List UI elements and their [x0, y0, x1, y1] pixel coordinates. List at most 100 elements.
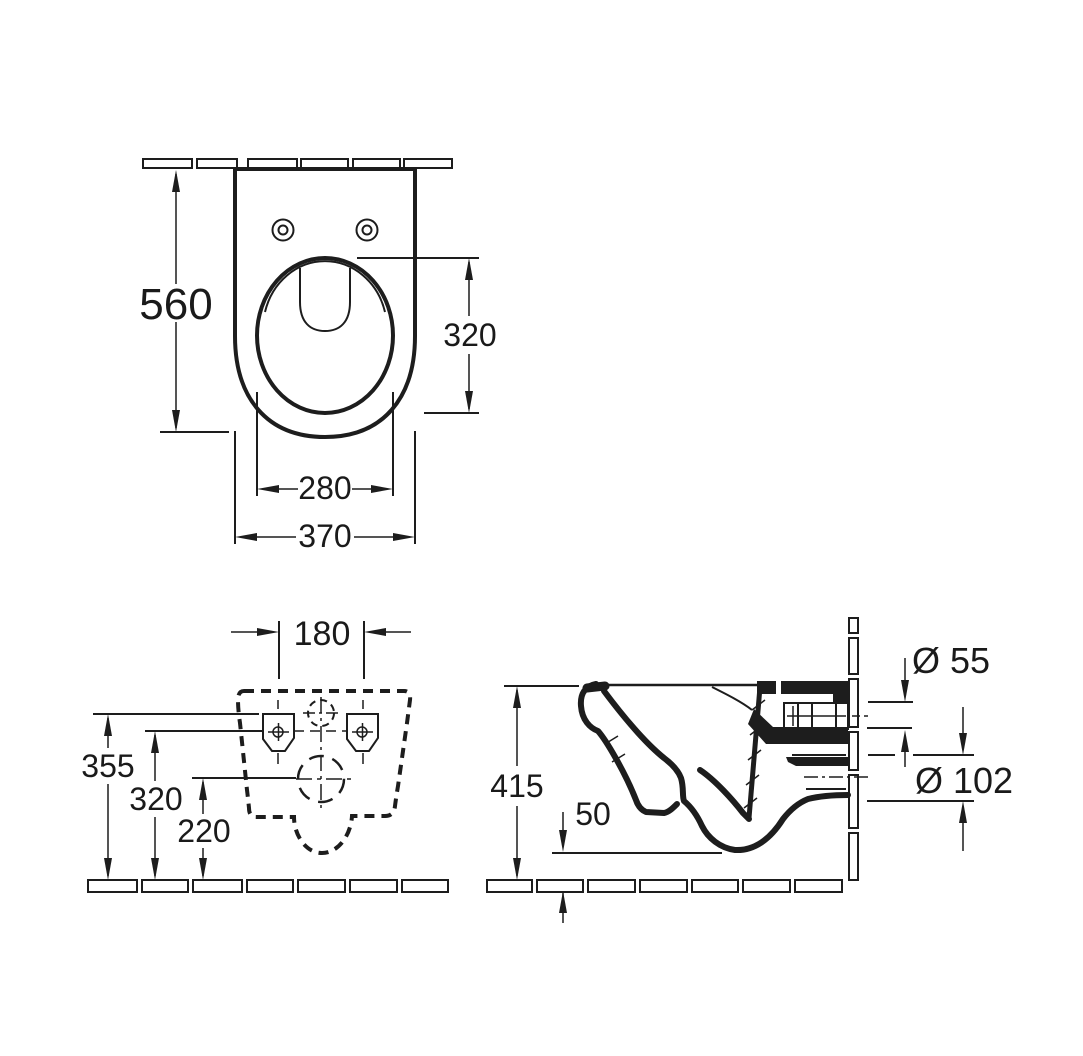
- fixing-hole-center: [277, 224, 289, 236]
- wall-segment: [848, 678, 859, 728]
- dim-label-rim-height: 415: [490, 768, 543, 804]
- arrowhead-down: [199, 858, 207, 880]
- arrowhead-up: [559, 891, 567, 913]
- tile: [587, 879, 636, 893]
- inlet-anchor-block: [833, 694, 848, 704]
- rear-view: 180 355 320 220: [81, 615, 449, 893]
- dim-180: 180: [231, 615, 411, 679]
- wall-strip: [848, 617, 859, 881]
- wall-segment: [848, 637, 859, 675]
- dim-560: 560: [139, 170, 229, 433]
- arrowhead-down: [959, 733, 967, 755]
- extension-line: [256, 392, 394, 496]
- dim-label-hole-top-height: 355: [81, 748, 134, 784]
- dim-inlet-diameter: Ø 55: [867, 640, 990, 767]
- bowl-outline: [255, 256, 395, 415]
- rear-silhouette-dashed: [235, 689, 413, 856]
- tile: [196, 158, 238, 169]
- fixing-plate: [262, 713, 295, 752]
- bowl-inner-rim: [264, 260, 386, 313]
- tile: [403, 158, 453, 169]
- tile: [87, 879, 138, 893]
- tile: [401, 879, 449, 893]
- arrowhead-right: [257, 628, 279, 636]
- outlet-top-wall: [786, 757, 850, 766]
- arrowhead-right: [371, 485, 393, 493]
- tile: [142, 158, 193, 169]
- inlet-socket-outline: [783, 702, 849, 730]
- fixing-plate: [346, 713, 379, 752]
- tile: [691, 879, 739, 893]
- fixing-hole-right: [346, 700, 379, 764]
- wall-segment: [848, 774, 859, 829]
- arrowhead-up: [959, 801, 967, 823]
- rim-bar-joint: [776, 679, 781, 696]
- tile: [536, 879, 584, 893]
- arrowhead-up: [172, 170, 180, 192]
- extension-line: [357, 257, 479, 414]
- inlet-socket: [783, 702, 868, 730]
- arrowhead-up: [104, 714, 112, 736]
- dim-label-hole-spacing: 180: [294, 615, 351, 653]
- floor-tiles-side: [486, 879, 843, 893]
- arrowhead-up: [465, 258, 473, 280]
- seat-fixing-holes: [271, 218, 379, 242]
- dim-415: 415: [490, 685, 579, 880]
- arrowhead-right: [393, 533, 415, 541]
- inlet-bottom-wall: [748, 709, 848, 744]
- tile: [352, 158, 401, 169]
- dim-370: 370: [234, 431, 416, 554]
- drain-outlet-mark: [296, 754, 353, 804]
- tile: [486, 879, 533, 893]
- wall-segment: [848, 832, 859, 881]
- arrowhead-down: [513, 858, 521, 880]
- tile: [141, 879, 189, 893]
- dim-label-width: 370: [298, 518, 351, 554]
- tile: [192, 879, 243, 893]
- tile: [300, 158, 349, 169]
- arrowhead-up: [901, 730, 909, 752]
- wc-body-outline: [233, 167, 417, 440]
- side-view: 415 50 Ø 55 Ø 102: [486, 617, 1013, 923]
- arrowhead-down: [901, 680, 909, 702]
- arrowhead-up: [513, 686, 521, 708]
- fixing-hole: [355, 218, 379, 242]
- dim-label-depth: 560: [139, 280, 212, 329]
- seat-surface-line: [711, 686, 753, 711]
- fixing-hole-center: [361, 224, 373, 236]
- fixing-hole-left: [262, 700, 295, 764]
- floor-tiles-rear: [87, 879, 449, 893]
- tile: [246, 879, 294, 893]
- tile: [794, 879, 843, 893]
- tile: [742, 879, 791, 893]
- dim-label-drain-center-height: 220: [177, 813, 230, 849]
- arrowhead-left: [364, 628, 386, 636]
- fixing-hole: [271, 218, 295, 242]
- flush-channel-wall: [746, 686, 763, 819]
- hole-crosshair: [352, 723, 373, 741]
- dim-280: 280: [256, 392, 394, 506]
- wall-segment: [848, 617, 859, 634]
- arrowhead-down: [172, 410, 180, 432]
- dim-220: 220: [177, 777, 296, 880]
- dim-label-clearance: 50: [575, 796, 611, 832]
- hole-crosshair: [268, 723, 289, 741]
- rim-rear-bar: [757, 681, 848, 694]
- dim-320-top: 320: [357, 257, 497, 414]
- extension-line: [867, 754, 974, 802]
- dim-355: 355: [81, 713, 259, 880]
- arrowhead-left: [257, 485, 279, 493]
- extension-line: [234, 431, 416, 544]
- arrowhead-up: [151, 731, 159, 753]
- arrowhead-down: [151, 858, 159, 880]
- drain-circle-dashed: [296, 754, 346, 804]
- top-view: 560 320 280 370: [139, 158, 497, 554]
- extension-line: [867, 701, 913, 729]
- dim-label-hole-center-height: 320: [129, 781, 182, 817]
- dim-outlet-diameter: Ø 102: [867, 707, 1013, 851]
- tile: [639, 879, 688, 893]
- tile: [297, 879, 346, 893]
- bowl-and-sump-profile: [601, 688, 851, 854]
- wall-tiles-top: [142, 158, 453, 169]
